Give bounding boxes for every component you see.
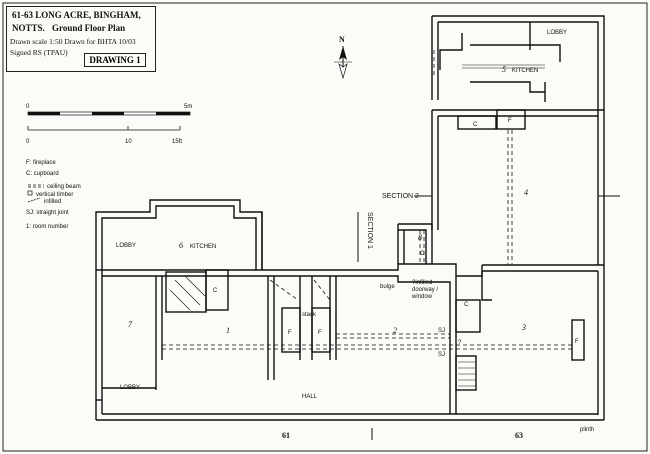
label-sj-2: SJ [438, 352, 445, 358]
room-number-6: 6 [179, 241, 183, 250]
scale-bar-imperial [27, 126, 181, 131]
ceiling-beams [162, 50, 572, 350]
label-infilled-doorway-3: window [411, 294, 433, 300]
label-plinth: plinth [580, 427, 594, 433]
label-question: ? [458, 340, 462, 346]
label-lobby-top-right: LOBBY [547, 30, 567, 36]
key-room-number: 1: room number [26, 224, 68, 230]
title-block [6, 6, 156, 72]
hatching [169, 64, 545, 387]
fireplace-r1b: F [318, 330, 322, 336]
label-infilled-doorway-1: ?infilled [412, 280, 432, 286]
cupboard-r6: C [213, 288, 218, 294]
title-line-3: Drawn scale 1:50 Drawn for BHTA 10/03 [10, 37, 136, 46]
label-sj-1: SJ [438, 328, 445, 334]
room-number-1: 1 [226, 326, 230, 335]
label-infilled-doorway-2: doorway / [412, 287, 438, 293]
cupboard-r4: C [473, 122, 478, 128]
scale-imperial-10: 10 [125, 139, 132, 145]
key-vertical-timber: vertical timber [36, 192, 73, 198]
key-straight-joint: SJ: straight joint [26, 210, 69, 216]
scale-imperial-15ft: 15ft [172, 139, 182, 145]
title-line-2b: Ground Floor Plan [52, 23, 126, 33]
scale-bar-metric [27, 111, 191, 116]
title-line-1: 61-63 LONG ACRE, BINGHAM, [12, 10, 141, 20]
key-cupboard: C: cupboard [26, 171, 59, 177]
room-number-8: 8 [418, 233, 422, 242]
key-fireplace: F: fireplace [26, 160, 56, 166]
fireplace-r3: F [575, 339, 579, 345]
scale-metric-5m: 5m [184, 104, 192, 110]
room-number-4: 4 [524, 188, 528, 197]
north-arrow-icon [334, 46, 352, 80]
fireplace-r4: F [508, 118, 512, 124]
room-number-7: 7 [128, 320, 133, 329]
label-hall: HALL [302, 394, 318, 400]
scale-imperial-0: 0 [26, 139, 30, 145]
label-stack: stack [302, 312, 317, 318]
legend-key [27, 184, 44, 203]
section-1-label: SECTION 1 [366, 212, 373, 249]
label-house-61: 61 [282, 431, 290, 440]
label-bulge: bulge [380, 284, 395, 290]
room-number-3: 3 [521, 323, 526, 332]
room-name-5: KITCHEN [512, 68, 538, 74]
cupboard-r3: C [464, 302, 469, 308]
section-markers [357, 195, 620, 440]
fireplace-r1a: F [288, 330, 292, 336]
room-name-6: KITCHEN [190, 244, 216, 250]
label-lobby-left-upper: LOBBY [116, 243, 136, 249]
drawing-number: DRAWING 1 [84, 53, 146, 67]
title-line-2a: NOTTS. [12, 23, 45, 33]
label-house-63: 63 [515, 431, 523, 440]
section-2-label: SECTION 2 [382, 193, 419, 200]
north-label: N [339, 35, 345, 44]
cupboard-r8: C [420, 251, 425, 257]
title-line-4: Signed RS (TPAU) [10, 48, 68, 57]
key-ceiling-beam: ceiling beam [47, 184, 81, 190]
room-number-2: 2 [393, 326, 397, 335]
room-number-5: 5 [502, 65, 506, 74]
scale-metric-0: 0 [26, 104, 30, 110]
walls [95, 15, 605, 421]
key-infilled: infilled [44, 199, 61, 205]
label-lobby-left-lower: LOBBY [120, 385, 140, 391]
